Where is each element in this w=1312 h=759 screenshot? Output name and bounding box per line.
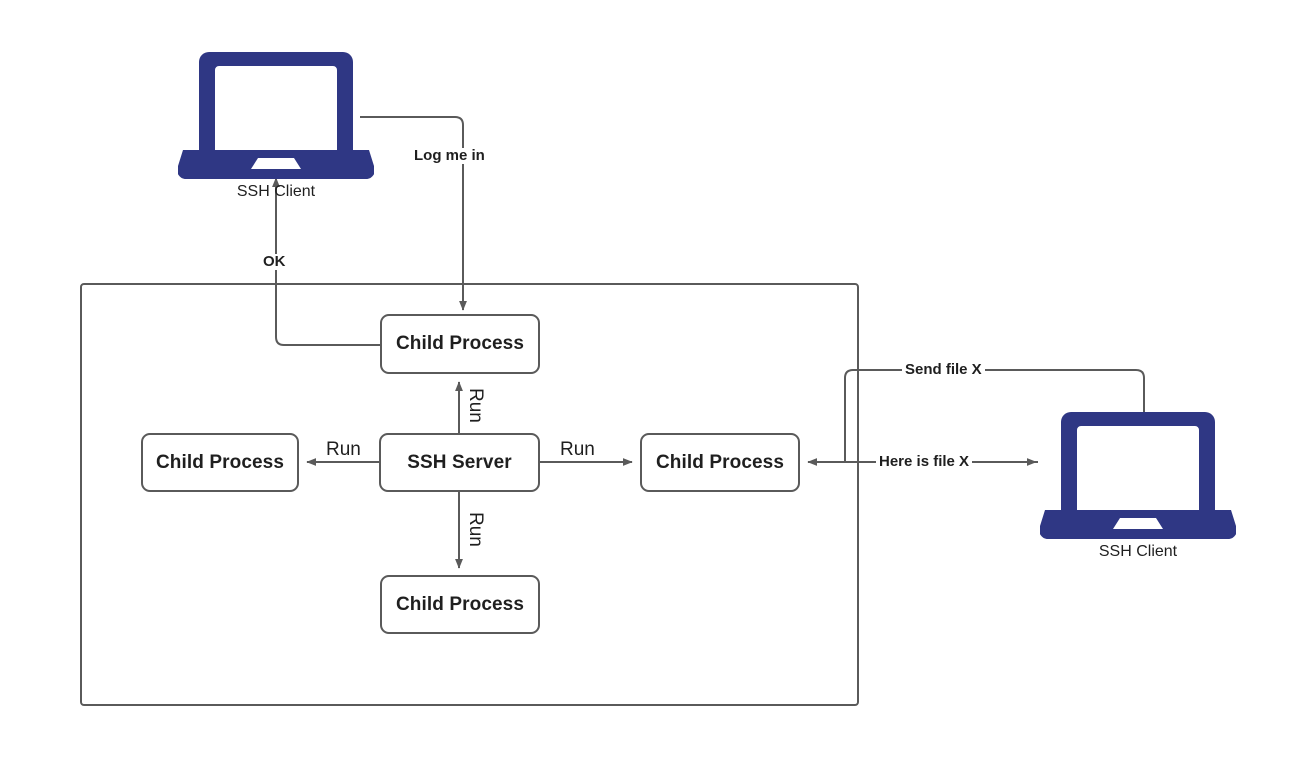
laptop-icon	[1039, 412, 1237, 540]
edge-send-file-x	[844, 369, 1145, 462]
edge-label-run-left: Run	[326, 439, 361, 460]
ssh-client-right-caption: SSH Client	[1098, 543, 1178, 560]
edge-label-here-is-file-x: Here is file X	[876, 454, 973, 470]
node-child-process-bottom[interactable]: Child Process	[380, 575, 540, 634]
edge-log-me-in	[360, 116, 467, 311]
edge-label-run-top: Run	[465, 388, 486, 423]
ssh-client-right	[1039, 412, 1237, 540]
node-ssh-server[interactable]: SSH Server	[379, 433, 540, 492]
edge-label-send-file-x: Send file X	[902, 362, 985, 378]
edge-label-ok: OK	[263, 253, 286, 270]
edge-ok	[272, 177, 380, 346]
edge-label-run-right: Run	[560, 439, 595, 460]
ssh-client-left	[177, 52, 375, 180]
node-child-process-left[interactable]: Child Process	[141, 433, 299, 492]
ssh-server-boundary	[80, 283, 859, 706]
node-child-process-right[interactable]: Child Process	[640, 433, 800, 492]
laptop-icon	[177, 52, 375, 180]
edge-label-log-me-in: Log me in	[414, 147, 485, 164]
node-child-process-top[interactable]: Child Process	[380, 314, 540, 374]
ssh-client-left-caption: SSH Client	[236, 183, 316, 200]
edge-label-run-bottom: Run	[465, 512, 486, 547]
